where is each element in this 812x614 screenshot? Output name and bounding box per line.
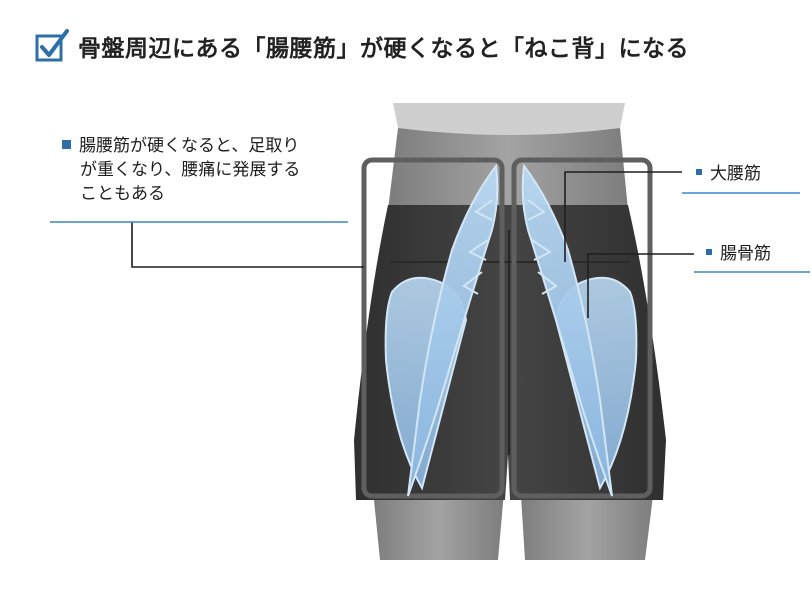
checkbox-check-icon bbox=[35, 29, 69, 62]
note-line-1: 腸腰筋が硬くなると、足取り bbox=[62, 134, 352, 158]
square-bullet-icon bbox=[62, 139, 71, 149]
label-psoas-major: 大腰筋 bbox=[696, 162, 761, 186]
square-bullet-icon bbox=[696, 169, 702, 175]
waist-skin bbox=[388, 128, 628, 210]
page-title: 骨盤周辺にある「腸腰筋」が硬くなると「ねこ背」になる bbox=[78, 36, 689, 62]
note-line-3: こともある bbox=[80, 184, 165, 204]
top-garment bbox=[393, 103, 625, 135]
header: 骨盤周辺にある「腸腰筋」が硬くなると「ねこ背」になる bbox=[34, 26, 689, 66]
note-leader-line bbox=[131, 222, 364, 268]
psoas-leader-line bbox=[564, 171, 682, 262]
note-text: 腸腰筋が硬くなると、足取り が重くなり、腰痛に発展する こともある bbox=[62, 134, 352, 206]
square-bullet-icon bbox=[706, 249, 712, 255]
left-highlight-frame bbox=[361, 157, 505, 499]
iliacus-leader-line bbox=[587, 253, 694, 318]
note-line-2: が重くなり、腰痛に発展する bbox=[80, 160, 301, 180]
label-iliacus: 腸骨筋 bbox=[706, 242, 771, 266]
right-highlight-frame bbox=[511, 157, 653, 499]
